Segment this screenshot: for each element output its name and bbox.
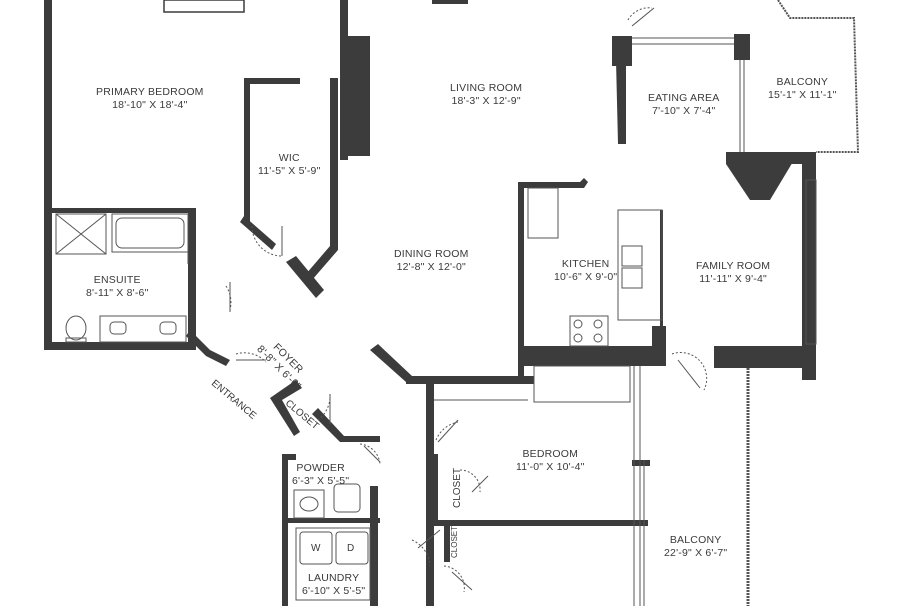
primary-bedroom-name: PRIMARY BEDROOM bbox=[96, 86, 204, 98]
balcony-bottom-label: BALCONY 22'-9" X 6'-7" bbox=[664, 534, 727, 560]
eating-area-name: EATING AREA bbox=[648, 92, 720, 104]
walls bbox=[44, 0, 816, 606]
closet-bedroom-label-1: CLOSET bbox=[452, 467, 463, 508]
ensuite-label: ENSUITE 8'-11" X 8'-6" bbox=[86, 274, 149, 300]
dining-room-name: DINING ROOM bbox=[394, 248, 469, 260]
laundry-label: LAUNDRY 6'-10" X 5'-5" bbox=[302, 572, 365, 598]
kitchen-label: KITCHEN 10'-6" X 9'-0" bbox=[554, 258, 617, 284]
laundry-name: LAUNDRY bbox=[307, 572, 360, 584]
primary-bedroom-dims: 18'-10" X 18'-4" bbox=[112, 99, 188, 111]
family-room-name: FAMILY ROOM bbox=[696, 260, 771, 272]
wic-label: WIC 11'-5" X 5'-9" bbox=[258, 152, 321, 178]
powder-name: POWDER bbox=[296, 462, 345, 474]
living-room-label: LIVING ROOM 18'-3" X 12'-9" bbox=[450, 82, 522, 108]
kitchen-dims: 10'-6" X 9'-0" bbox=[554, 271, 618, 283]
balcony-top-dims: 15'-1" X 11'-1" bbox=[768, 89, 837, 101]
living-room-name: LIVING ROOM bbox=[450, 82, 523, 94]
powder-dims: 6'-3" X 5'-5" bbox=[292, 475, 350, 487]
thin-lines bbox=[55, 0, 860, 606]
laundry-dims: 6'-10" X 5'-5" bbox=[302, 585, 366, 597]
bedroom-dims: 11'-0" X 10'-4" bbox=[516, 461, 585, 473]
powder-label: POWDER 6'-3" X 5'-5" bbox=[292, 462, 349, 488]
bedroom-name: BEDROOM bbox=[522, 448, 579, 460]
family-room-dims: 11'-11" X 9'-4" bbox=[699, 273, 767, 285]
eating-area-label: EATING AREA 7'-10" X 7'-4" bbox=[648, 92, 719, 118]
bedroom-label: BEDROOM 11'-0" X 10'-4" bbox=[516, 448, 585, 474]
eating-area-dims: 7'-10" X 7'-4" bbox=[652, 105, 716, 117]
primary-bedroom-label: PRIMARY BEDROOM 18'-10" X 18'-4" bbox=[96, 86, 204, 112]
kitchen-name: KITCHEN bbox=[561, 258, 610, 270]
wic-name: WIC bbox=[278, 152, 300, 164]
washer-label: W bbox=[311, 543, 321, 554]
closet-bedroom-label-2: CLOSET bbox=[450, 525, 459, 558]
dining-room-dims: 12'-8" X 12'-0" bbox=[396, 261, 466, 273]
dryer-label: D bbox=[347, 543, 355, 554]
ensuite-dims: 8'-11" X 8'-6" bbox=[86, 287, 149, 299]
balcony-bottom-name: BALCONY bbox=[669, 534, 722, 546]
living-room-dims: 18'-3" X 12'-9" bbox=[451, 95, 521, 107]
wic-dims: 11'-5" X 5'-9" bbox=[258, 165, 321, 177]
family-room-label: FAMILY ROOM 11'-11" X 9'-4" bbox=[696, 260, 770, 286]
ensuite-name: ENSUITE bbox=[93, 274, 141, 286]
balcony-bottom-dims: 22'-9" X 6'-7" bbox=[664, 547, 728, 559]
dining-room-label: DINING ROOM 12'-8" X 12'-0" bbox=[394, 248, 469, 274]
balcony-top-label: BALCONY 15'-1" X 11'-1" bbox=[768, 76, 837, 102]
balcony-top-name: BALCONY bbox=[776, 76, 829, 88]
